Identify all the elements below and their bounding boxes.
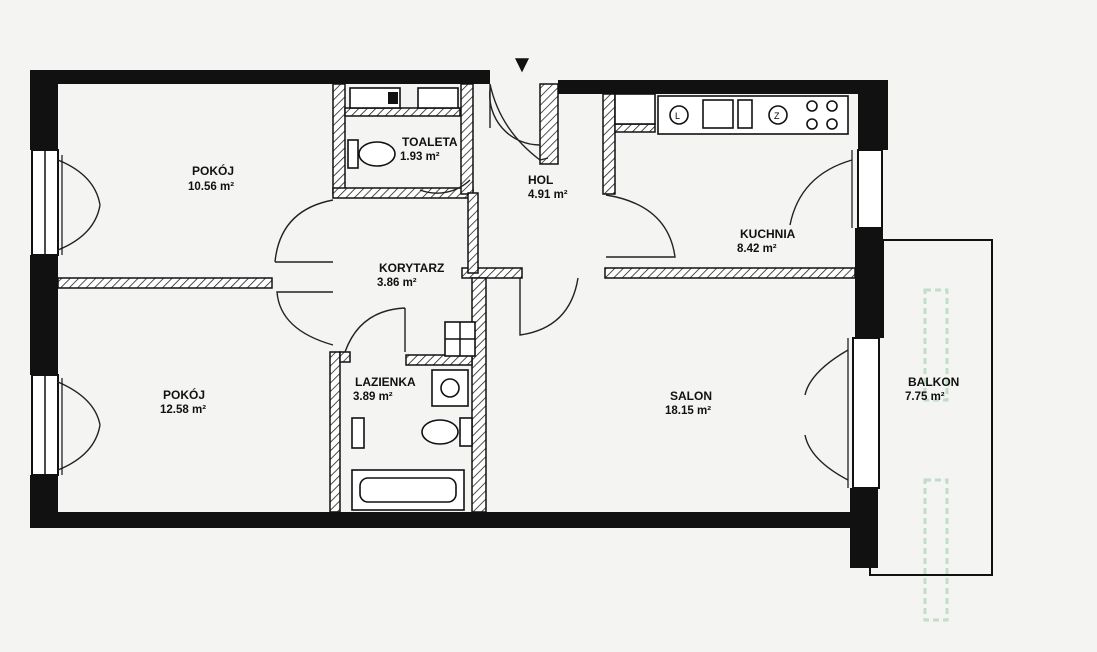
wall-left-1 [30, 70, 58, 150]
room-salon-area: 18.15 m² [665, 405, 711, 417]
room-labels: POKÓJ 10.56 m² TOALETA 1.93 m² HOL 4.91 … [160, 135, 959, 417]
bathtub-icon [351, 469, 465, 511]
wall-right-1 [858, 80, 888, 150]
svg-text:Z: Z [774, 111, 780, 121]
wall-left-2 [30, 255, 58, 375]
toilet-icon [347, 139, 396, 169]
door-swings [274, 83, 676, 353]
fixtures: L Z [347, 87, 849, 511]
room-balkon-area: 7.75 m² [905, 391, 945, 403]
room-balkon-name: BALKON [908, 375, 959, 389]
room-toaleta-name: TOALETA [402, 135, 458, 149]
room-hol-name: HOL [528, 173, 553, 187]
kitchen-counter-icon: L Z [614, 93, 849, 135]
room-pokoj-2-area: 12.58 m² [160, 404, 206, 416]
wall-bottom [30, 512, 860, 528]
cabinet-icon [349, 87, 401, 109]
wall-right-2 [855, 228, 883, 338]
room-toaleta-area: 1.93 m² [400, 151, 440, 163]
room-salon-name: SALON [670, 389, 712, 403]
window-kitchen [789, 149, 883, 229]
window-left-lower [31, 374, 101, 476]
room-pokoj-1-name: POKÓJ [192, 163, 234, 178]
washbasin-icon [431, 369, 469, 407]
sink-icon [417, 87, 459, 109]
room-kuchnia-area: 8.42 m² [737, 243, 777, 255]
room-korytarz-area: 3.86 m² [377, 277, 417, 289]
outer-walls [30, 70, 888, 568]
window-salon [804, 337, 880, 489]
room-lazienka-area: 3.89 m² [353, 391, 393, 403]
room-korytarz-name: KORYTARZ [379, 261, 444, 275]
wall-right-3 [850, 488, 878, 568]
room-pokoj-2-name: POKÓJ [163, 387, 205, 402]
window-left-upper [31, 149, 101, 256]
bath-toilet-icon [421, 417, 473, 447]
stamp-watermark [923, 288, 949, 622]
balcony [869, 239, 993, 576]
wall-top-right [558, 80, 888, 94]
room-lazienka-name: LAZIENKA [355, 375, 416, 389]
radiator-icon [351, 417, 365, 449]
svg-text:L: L [675, 111, 680, 121]
interior-walls [57, 83, 856, 513]
entrance-marker-icon: ▼ [510, 51, 534, 78]
wall-top-left [30, 70, 490, 84]
room-pokoj-1-area: 10.56 m² [188, 181, 234, 193]
room-hol-area: 4.91 m² [528, 189, 568, 201]
room-kuchnia-name: KUCHNIA [740, 227, 796, 241]
